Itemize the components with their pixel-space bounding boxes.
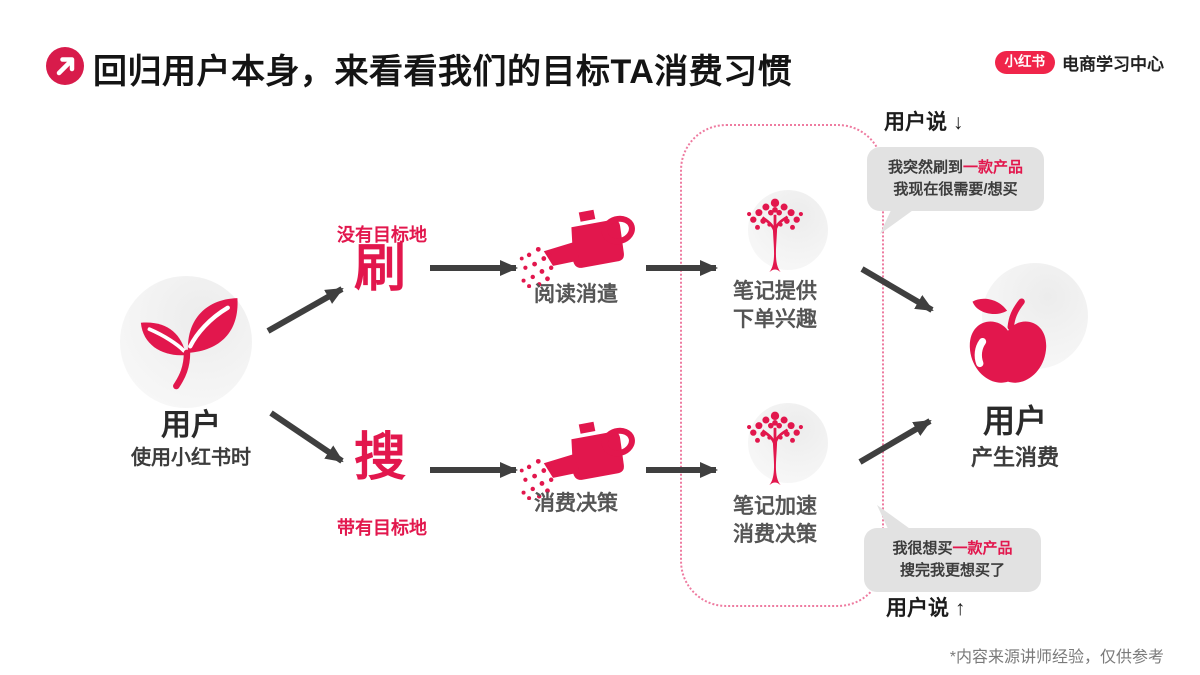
arrow-user-to-search <box>269 410 344 464</box>
page-title: 回归用户本身，来看看我们的目标TA消费习惯 <box>93 53 793 91</box>
quote-top-line1-highlight: 一款产品 <box>963 159 1024 176</box>
note-bottom-label: 笔记加速 消费决策 <box>705 493 845 549</box>
quote-bottom-line2: 搜完我更想买了 <box>899 562 1005 579</box>
quote-bottom-line1-highlight: 一款产品 <box>952 540 1013 557</box>
note-top-label: 笔记提供 下单兴趣 <box>705 278 845 334</box>
end-node-subtitle: 产生消费 <box>970 445 1059 470</box>
bubble-tail-bottom <box>877 505 913 531</box>
tree-icon <box>740 403 810 491</box>
quote-bottom-line1-prefix: 我很想买 <box>892 540 953 557</box>
arrow-note-to-purchase-top <box>860 266 934 313</box>
note-bottom-line2: 消费决策 <box>733 523 817 546</box>
decision-stage-label: 消费决策 <box>534 492 618 515</box>
footnote: *内容来源讲师经验，仅供参考 <box>949 649 1164 666</box>
watering-can-icon <box>516 408 636 501</box>
apple-icon <box>958 288 1058 398</box>
brand-logo: 小红书 电商学习中心 <box>994 50 1164 75</box>
sprout-icon <box>128 282 246 400</box>
note-top-line2: 下单兴趣 <box>733 308 817 331</box>
quote-top-line1-prefix: 我突然刷到 <box>887 159 963 176</box>
note-bottom-circle <box>748 403 828 483</box>
watering-can-icon <box>516 196 636 289</box>
note-bottom-line1: 笔记加速 <box>733 495 817 518</box>
quote-top-line2: 我现在很需要/想买 <box>893 181 1018 198</box>
note-top-line1: 笔记提供 <box>733 280 817 303</box>
user-says-top-label: 用户说 ↓ <box>884 111 964 134</box>
user-says-bottom-label: 用户说 ↑ <box>886 597 966 620</box>
browse-tag-label: 没有目标地 <box>337 225 427 245</box>
quote-bubble-bottom: 我很想买一款产品 搜完我更想买了 <box>864 528 1041 592</box>
arrow-up-right-icon <box>46 47 84 85</box>
arrow-note-to-purchase-bottom <box>858 418 932 465</box>
reading-stage-label: 阅读消遣 <box>534 283 618 306</box>
start-node-subtitle: 使用小红书时 <box>131 447 251 469</box>
logo-suffix-label: 电商学习中心 <box>1062 55 1164 74</box>
browse-verb-label: 刷 <box>354 240 407 298</box>
quote-bubble-top: 我突然刷到一款产品 我现在很需要/想买 <box>867 147 1044 211</box>
tree-icon <box>740 190 810 278</box>
xiaohongshu-badge: 小红书 <box>994 51 1055 74</box>
quote-bottom-line1: 我很想买一款产品 <box>864 538 1041 560</box>
search-tag-label: 带有目标地 <box>337 518 427 538</box>
start-node-circle <box>120 276 252 408</box>
search-verb-label: 搜 <box>354 429 407 487</box>
end-node-title: 用户 <box>982 403 1047 439</box>
bubble-tail-top <box>880 208 916 234</box>
note-top-circle <box>748 190 828 270</box>
quote-top-line1: 我突然刷到一款产品 <box>867 157 1044 179</box>
notes-dotted-frame <box>680 124 884 607</box>
arrow-user-to-browse <box>266 286 344 334</box>
start-node-title: 用户 <box>161 409 221 442</box>
